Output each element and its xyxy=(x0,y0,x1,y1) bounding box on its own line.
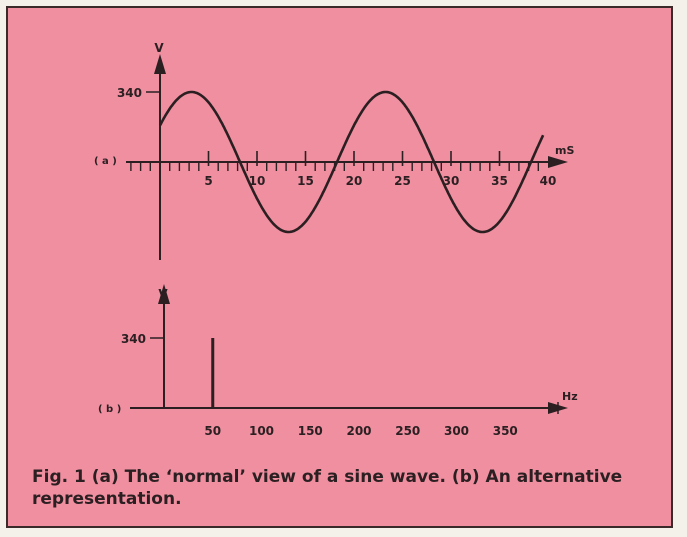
figure-panel: 5 10 15 20 25 30 35 40 340 V mS ( a ) 50 100 150 2… xyxy=(6,6,673,528)
chart-a-x-tick-label: 20 xyxy=(346,174,363,188)
sine-wave-figure: 5 10 15 20 25 30 35 40 340 V mS ( a ) 50 100 150 2… xyxy=(94,41,578,438)
chart-b-xlabel: Hz xyxy=(562,390,578,403)
chart-b-x-tick-label: 250 xyxy=(395,424,420,438)
figure-caption: Fig. 1 (a) The ‘normal’ view of a sine w… xyxy=(32,467,623,509)
chart-a-x-tick-label: 30 xyxy=(443,174,460,188)
chart-a-ylabel: V xyxy=(154,41,164,55)
chart-a-x-tick-label: 10 xyxy=(249,174,266,188)
chart-b-ylabel: V xyxy=(158,287,168,301)
chart-b-y-tick-label-340: 340 xyxy=(121,332,146,346)
chart-b-x-tick-label: 300 xyxy=(444,424,469,438)
chart-b-panel-label: ( b ) xyxy=(98,404,121,415)
chart-a-x-tick-label: 40 xyxy=(540,174,557,188)
chart-b-x-tick-label: 350 xyxy=(493,424,518,438)
chart-a: 5 10 15 20 25 30 35 40 340 V mS ( a ) xyxy=(94,41,574,260)
chart-b: 50 100 150 200 250 300 350 340 V Hz ( b ) xyxy=(98,284,578,438)
chart-a-x-tick-label: 25 xyxy=(394,174,411,188)
chart-a-panel-label: ( a ) xyxy=(94,156,117,167)
chart-a-x-tick-label: 15 xyxy=(297,174,314,188)
chart-b-x-tick-label: 150 xyxy=(298,424,323,438)
chart-a-x-tick-label: 35 xyxy=(491,174,508,188)
chart-a-tick-labels: 5 10 15 20 25 30 35 40 xyxy=(204,174,556,188)
chart-a-y-axis-arrow xyxy=(154,54,166,74)
chart-a-series-sine xyxy=(158,90,545,234)
chart-b-x-tick-label: 50 xyxy=(204,424,221,438)
chart-a-x-tick-label: 5 xyxy=(204,174,212,188)
chart-a-x-axis-arrow xyxy=(548,156,568,168)
chart-b-y-axis-arrow xyxy=(158,284,170,304)
chart-a-y-tick-label-340: 340 xyxy=(117,86,142,100)
chart-b-x-tick-label: 200 xyxy=(346,424,371,438)
chart-b-x-tick-label: 100 xyxy=(249,424,274,438)
chart-a-xlabel: mS xyxy=(555,144,574,157)
chart-b-tick-labels: 50 100 150 200 250 300 350 xyxy=(204,424,517,438)
